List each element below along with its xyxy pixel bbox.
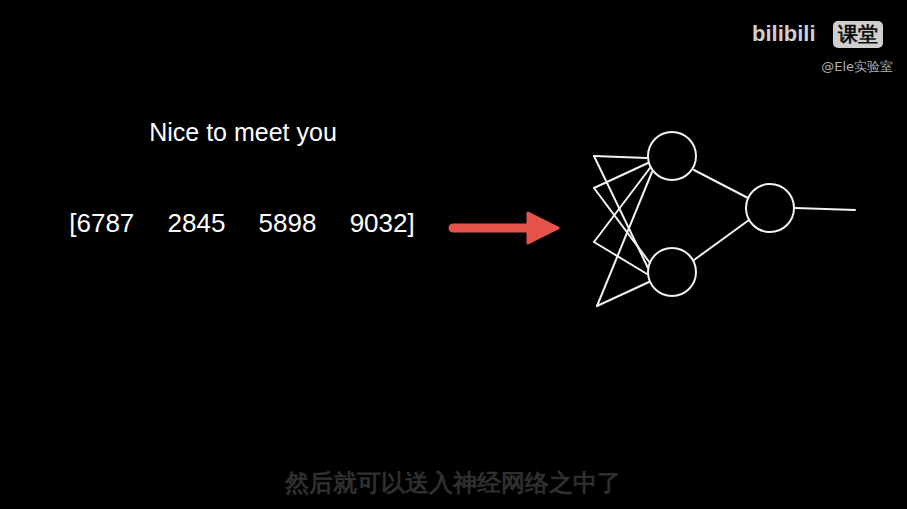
neuron-circle (746, 184, 794, 232)
red-arrow (453, 213, 558, 243)
input-line (597, 282, 649, 306)
neuron-circle (648, 132, 696, 180)
neural-network (594, 132, 855, 306)
input-line (594, 168, 650, 242)
input-line (594, 156, 648, 268)
input-line (594, 163, 648, 188)
input-line (597, 172, 652, 306)
watermark-author: @Ele实验室 (821, 60, 893, 75)
hidden-line (694, 220, 749, 260)
hidden-line (694, 170, 748, 198)
input-line (594, 156, 647, 158)
sentence-text: Nice to meet you (149, 118, 337, 147)
neuron-circle (648, 248, 696, 296)
watermark-badge: 课堂 (833, 21, 883, 48)
arrow-head (528, 213, 558, 243)
token-ids: [6787 2845 5898 9032] (69, 209, 414, 239)
output-line (795, 208, 855, 210)
arrow-shaft (453, 224, 532, 233)
subtitle: 然后就可以送入神经网络之中了 (285, 470, 621, 498)
watermark-logo: bilibili (752, 21, 816, 46)
